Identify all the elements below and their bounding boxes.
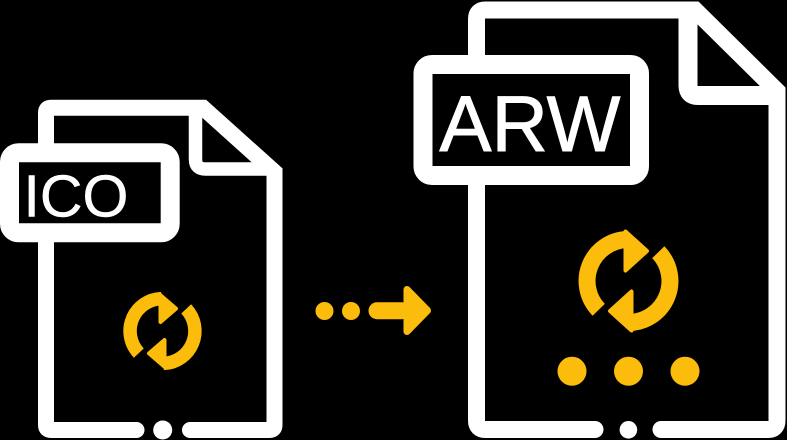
svg-text:ARW: ARW (439, 79, 620, 168)
svg-text:ICO: ICO (24, 164, 129, 230)
